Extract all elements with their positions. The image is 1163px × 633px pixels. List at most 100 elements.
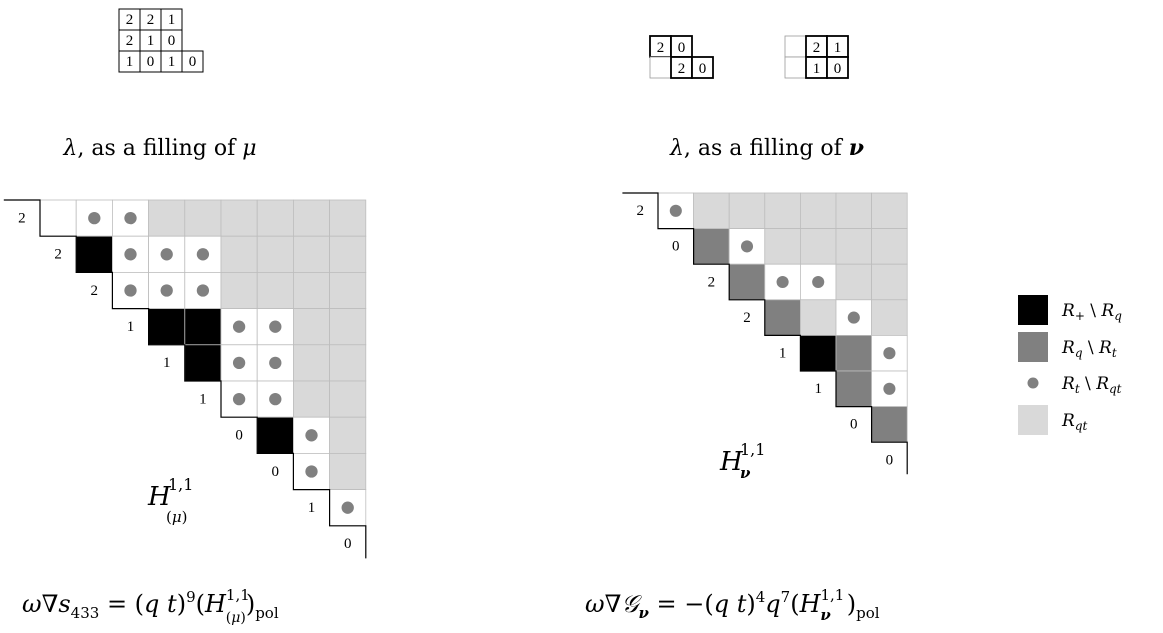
dot-marker <box>269 356 282 370</box>
tableau-nu-right-entry: 0 <box>834 61 842 77</box>
legend-label: Rq \ Rt <box>1061 338 1117 360</box>
diagram-cell <box>292 344 330 382</box>
boundary-label: 0 <box>886 452 894 468</box>
dot-marker <box>269 392 282 406</box>
tableau-mu-entry: 1 <box>147 33 155 49</box>
dot-marker <box>160 248 173 261</box>
tableau-mu-entry: 1 <box>168 54 176 70</box>
diagram-cell <box>256 271 294 309</box>
diagram-cell <box>835 263 872 301</box>
dot-marker <box>196 284 210 297</box>
diagram-cell <box>329 199 367 237</box>
legend-swatch-black <box>1018 295 1048 325</box>
h-nu-superscript: 1,1 <box>740 440 765 459</box>
diagram-cell <box>39 199 77 237</box>
boundary-label: 2 <box>54 247 62 263</box>
diagram-cell <box>329 271 367 309</box>
staircase-boundary <box>3 199 367 559</box>
tableau-nu-left-entry: 0 <box>678 40 686 56</box>
dot-marker <box>232 392 246 406</box>
dot-marker <box>305 465 318 478</box>
dot-marker <box>740 240 754 253</box>
dot-marker <box>305 429 318 442</box>
tableau-mu-entry: 2 <box>147 12 155 28</box>
tableau-mu-entry: 1 <box>126 54 134 70</box>
diagram-cell <box>835 228 872 265</box>
diagram-cell <box>329 416 367 454</box>
diagram-cell <box>728 263 766 301</box>
diagram-cell <box>693 228 730 265</box>
boundary-label: 0 <box>344 536 352 552</box>
boundary-label: 2 <box>636 203 644 219</box>
tableau-mu-entry: 0 <box>147 54 155 70</box>
diagram-cell <box>148 308 186 346</box>
diagram-cell <box>329 380 367 418</box>
dot-marker <box>232 356 246 370</box>
diagram-cell <box>256 235 294 273</box>
diagram-cell <box>764 299 801 336</box>
diagram-cell <box>292 271 330 309</box>
diagram-cell <box>871 299 908 336</box>
diagram-cell <box>871 192 908 229</box>
h-mu-subscript: (μ) <box>166 508 187 526</box>
diagram-cell <box>220 235 258 273</box>
dot-marker <box>232 320 246 333</box>
diagram-cell <box>148 199 186 237</box>
tableau-nu-right-cell <box>826 56 849 79</box>
boundary-label: 2 <box>743 310 751 326</box>
legend-label: Rt \ Rqt <box>1061 374 1122 396</box>
diagram-cell <box>329 452 367 490</box>
diagram-cell <box>800 334 837 372</box>
diagram-cell <box>764 228 801 265</box>
tableau-mu-entry: 1 <box>168 12 176 28</box>
diagram-cell <box>184 308 222 346</box>
tableau-nu-left-cell <box>649 56 672 79</box>
diagram-cell <box>871 228 908 265</box>
tableau-nu-left-entry: 0 <box>699 61 707 77</box>
tableau-nu-right-entry: 1 <box>813 61 821 77</box>
boundary-label: 1 <box>127 319 135 335</box>
boundary-label: 1 <box>308 500 316 516</box>
dot-marker <box>88 211 101 225</box>
diagram-cell <box>184 344 222 382</box>
diagram-cell <box>728 192 766 229</box>
tableau-nu-right-cell <box>784 56 807 79</box>
boundary-label: 1 <box>199 391 207 407</box>
diagram-cell <box>835 192 872 229</box>
boundary-label: 0 <box>672 239 680 255</box>
formula-left: ω∇s433 = (q t)9(H1,1(μ))pol <box>22 586 279 626</box>
h-mu-superscript: 1,1 <box>168 475 193 494</box>
diagram-cell <box>764 192 801 229</box>
legend-swatch-light <box>1018 405 1048 435</box>
diagram-cell <box>256 199 294 237</box>
boundary-label: 0 <box>850 417 858 433</box>
diagram-cell <box>329 235 367 273</box>
diagram-cell <box>693 192 730 229</box>
h-nu-subscript: ν <box>740 464 751 482</box>
diagram-cell <box>292 199 330 237</box>
diagram-cell <box>800 228 837 265</box>
tableau-mu-entry: 2 <box>126 33 134 49</box>
tableau-nu-right-entry: 1 <box>834 40 842 56</box>
dot-marker <box>160 284 173 297</box>
boundary-label: 2 <box>708 274 716 290</box>
legend-label: R+ \ Rq <box>1061 301 1122 323</box>
boundary-label: 2 <box>18 210 26 226</box>
diagram-cell <box>292 308 330 346</box>
dot-marker <box>196 248 210 261</box>
staircase-boundary <box>622 192 908 475</box>
dot-marker <box>812 275 825 289</box>
dot-marker <box>124 248 137 261</box>
tableau-mu-entry: 2 <box>126 12 134 28</box>
dot-marker <box>341 501 354 514</box>
diagram-cell <box>871 263 908 301</box>
diagram-cell <box>329 308 367 346</box>
diagram-cell <box>292 235 330 273</box>
diagram-cell <box>184 199 222 237</box>
